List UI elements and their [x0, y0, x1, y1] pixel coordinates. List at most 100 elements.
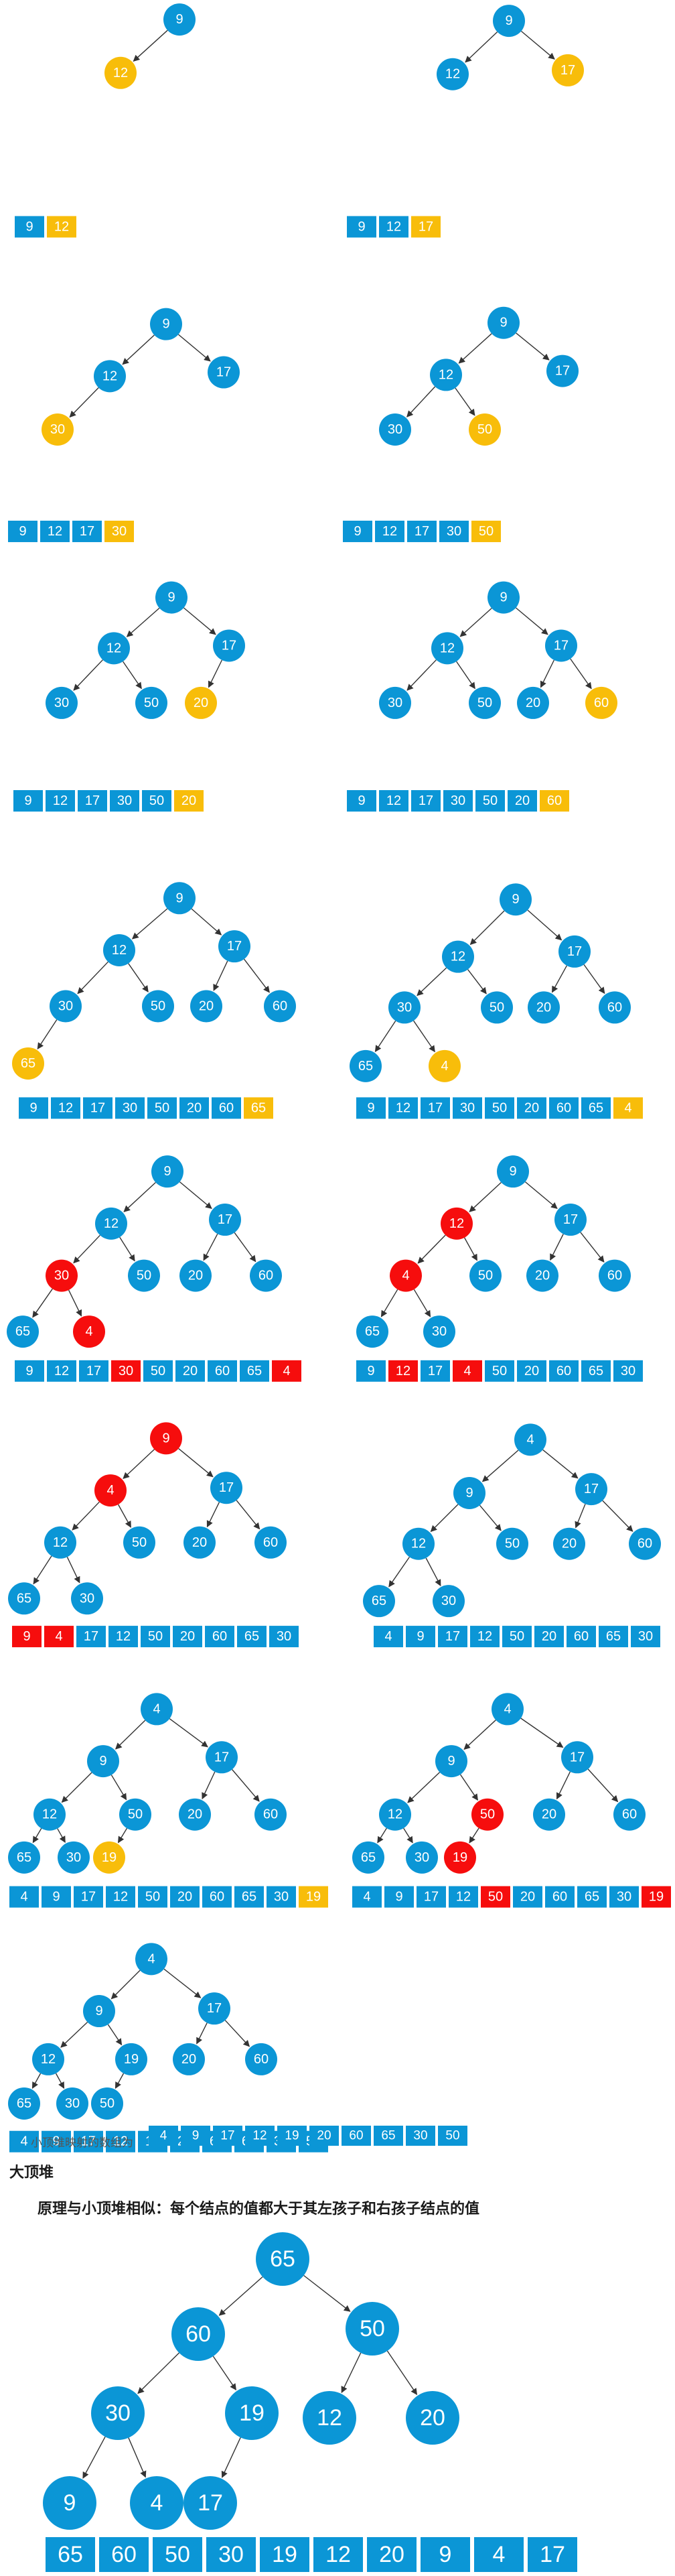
array-cell	[411, 216, 441, 238]
array-cell-label: 65	[251, 1100, 266, 1115]
tree-node-label: 12	[451, 950, 465, 964]
array-cell	[277, 2126, 307, 2146]
tree-node: 19	[93, 1841, 125, 1874]
tree-node: 12	[104, 56, 137, 89]
tree-node-label: 50	[100, 2096, 115, 2111]
array-cell-label: 60	[574, 1629, 589, 1644]
tree-edge	[57, 1828, 66, 1844]
tree-node-circle	[130, 2476, 183, 2530]
tree-node: 12	[442, 940, 474, 973]
tree-node: 9	[487, 306, 520, 339]
max-heap-node: 50	[346, 2302, 399, 2356]
tree-edge	[406, 659, 437, 691]
array-cell-label: 9	[24, 793, 31, 808]
array-cell-label: 12	[477, 1629, 492, 1644]
tree-node: 20	[179, 1259, 212, 1292]
array-cell-label: 4	[384, 1629, 392, 1644]
array-cell	[379, 790, 408, 812]
tree-node-label: 17	[567, 944, 582, 959]
array-cell-label: 50	[165, 2542, 190, 2567]
array-cell	[481, 1886, 510, 1908]
tree-edge	[32, 1288, 53, 1318]
array-cell	[149, 2126, 178, 2146]
tree-node-circle	[437, 58, 469, 90]
tree-edge	[458, 333, 492, 364]
array-cell-label: 9	[358, 793, 365, 808]
tree-edge	[481, 1450, 519, 1482]
array-cell	[631, 1626, 660, 1648]
tree-edge	[570, 658, 592, 690]
array-cell-label: 30	[413, 2129, 427, 2143]
array-cell-label: 12	[54, 219, 69, 234]
tree-node-label: 50	[480, 1807, 495, 1822]
tree-edge	[61, 1772, 92, 1803]
array-cell	[42, 1886, 71, 1908]
tree-node: 20	[533, 1798, 565, 1831]
tree-node-label: 12	[449, 1216, 464, 1231]
tree-edge	[236, 1500, 260, 1530]
tree-node: 50	[481, 991, 513, 1024]
tree-node-circle	[218, 930, 250, 963]
tree-node-circle	[135, 1943, 167, 1976]
array-cell	[388, 1360, 418, 1382]
array-cell	[40, 520, 70, 542]
array-cell	[470, 1626, 500, 1648]
tree-node-label: 20	[188, 1807, 202, 1822]
tree-node-circle	[441, 1207, 473, 1240]
tree-node-label: 30	[66, 1850, 81, 1865]
array-cell	[581, 1097, 611, 1119]
tree-node-circle	[433, 1585, 465, 1618]
tree-node: 50	[142, 990, 174, 1023]
tree-node-label: 12	[106, 641, 121, 655]
array-cell	[99, 2537, 149, 2572]
tree-node-label: 9	[512, 892, 519, 907]
tree-node-circle	[225, 2386, 279, 2440]
tree-node-label: 60	[263, 1807, 278, 1822]
array-cell	[438, 1626, 467, 1648]
array-cell	[406, 1626, 435, 1648]
array-cell-label: 20	[187, 1100, 202, 1115]
tree-node-circle	[98, 632, 130, 665]
tree-edge	[119, 1236, 135, 1262]
tree-edge	[232, 1769, 260, 1802]
tree-node-circle	[44, 1526, 76, 1559]
tree-node-label: 20	[199, 999, 214, 1013]
tree-node-label: 20	[181, 2052, 196, 2067]
array-cell-label: 65	[247, 1364, 262, 1378]
array-cell-label: 30	[112, 524, 127, 539]
tree-node-label: 20	[536, 1000, 551, 1015]
tree-edge	[463, 1720, 496, 1750]
tree-node-label: 30	[432, 1324, 447, 1339]
tree-node-label: 9	[447, 1754, 455, 1768]
tree-node-circle	[487, 581, 520, 614]
array-cell-label: 19	[306, 1890, 321, 1905]
max-heap-node: 30	[91, 2386, 145, 2440]
tree-node: 19	[115, 2043, 147, 2075]
tree-node: 17	[575, 1473, 607, 1506]
tree-edge	[31, 2073, 42, 2089]
tree-node-circle	[91, 2087, 123, 2120]
tree-node-circle	[179, 1259, 212, 1292]
tree-node-circle	[185, 686, 217, 719]
tree-node-label: 65	[365, 1324, 380, 1339]
tree-node: 30	[58, 1841, 90, 1874]
tree-node-label: 4	[504, 1701, 511, 1716]
tree-edge	[117, 1504, 132, 1528]
tree-node-label: 17	[560, 63, 575, 78]
array-cell-label: 12	[113, 2134, 128, 2149]
tree-node-label: 30	[54, 696, 69, 710]
tree-edge	[467, 969, 487, 994]
array-cell	[269, 1626, 299, 1648]
array-cell-label: 9	[358, 219, 365, 234]
tree-edge	[520, 1718, 564, 1748]
tree-node: 60	[599, 1259, 631, 1292]
array-cell-label: 19	[272, 2542, 297, 2567]
array-cell	[44, 1626, 74, 1648]
array-cell-label: 12	[386, 793, 401, 808]
array-cell-label: 9	[52, 2134, 60, 2149]
tree-node-circle	[388, 991, 421, 1024]
tree-node: 50	[471, 1798, 504, 1831]
array-cell	[367, 2537, 417, 2572]
